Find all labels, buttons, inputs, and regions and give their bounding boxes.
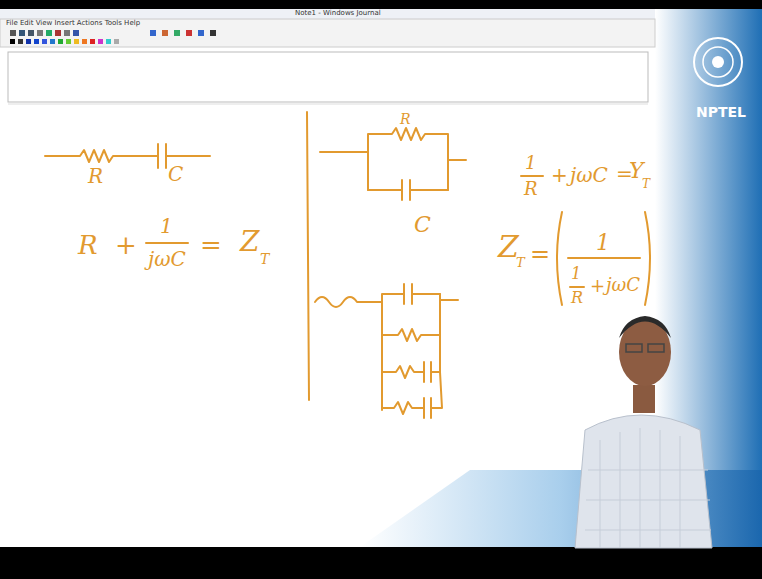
fraction-bar bbox=[568, 257, 640, 259]
component-label: R bbox=[88, 166, 103, 186]
equation-term: 1 bbox=[596, 232, 610, 254]
title-area bbox=[8, 52, 648, 102]
equation-term: 1 bbox=[571, 266, 581, 282]
capacitor-symbol bbox=[368, 180, 448, 200]
rc-branch bbox=[382, 335, 440, 382]
rc-branch bbox=[382, 372, 442, 418]
window-title: Note1 - Windows Journal bbox=[295, 10, 381, 17]
nptel-logo bbox=[694, 38, 742, 86]
equation-term: R bbox=[524, 180, 538, 198]
equation-term: + bbox=[115, 232, 137, 258]
fraction-bar bbox=[146, 242, 188, 244]
equation-term: jωC bbox=[148, 249, 186, 269]
menu-bar: File Edit View Insert Actions Tools Help bbox=[6, 20, 140, 27]
rule-line bbox=[8, 104, 648, 105]
equation-term: = bbox=[200, 232, 222, 258]
equation-term: Z bbox=[498, 232, 519, 262]
fraction-bar bbox=[570, 286, 584, 288]
toolbar-icons bbox=[10, 30, 216, 44]
divider bbox=[307, 112, 309, 400]
equation-term: R bbox=[78, 232, 98, 258]
equation-term: + bbox=[590, 277, 605, 295]
fraction-bar bbox=[521, 175, 543, 177]
subscript: T bbox=[260, 252, 269, 266]
subscript: T bbox=[516, 256, 525, 269]
wire bbox=[382, 284, 458, 410]
equation-term: Y bbox=[629, 160, 644, 182]
toolbar bbox=[0, 19, 655, 47]
equation-term: = bbox=[530, 242, 550, 266]
screen bbox=[0, 9, 762, 547]
resistor-symbol bbox=[315, 297, 382, 307]
logo-text: NPTEL bbox=[696, 105, 746, 119]
equation-term: 1 bbox=[160, 216, 173, 236]
equation-term: jωC bbox=[570, 165, 608, 185]
title-bar bbox=[0, 9, 655, 19]
equation-term: R bbox=[571, 290, 583, 306]
wire bbox=[166, 155, 210, 157]
resistor-symbol bbox=[382, 294, 440, 341]
bracket bbox=[557, 212, 650, 305]
component-label: R bbox=[400, 112, 411, 126]
lecturer bbox=[575, 316, 712, 548]
resistor-symbol bbox=[45, 150, 158, 162]
handwritten-circuits bbox=[45, 112, 650, 418]
component-label: C bbox=[168, 164, 183, 184]
equation-term: jωC bbox=[606, 276, 640, 294]
equation-term: 1 bbox=[525, 154, 536, 172]
subscript: T bbox=[642, 178, 650, 190]
equation-term: Z bbox=[240, 228, 259, 256]
equation-term: + bbox=[551, 165, 568, 185]
wire bbox=[320, 128, 466, 190]
capacitor-symbol bbox=[158, 144, 166, 168]
component-label: C bbox=[414, 214, 431, 236]
